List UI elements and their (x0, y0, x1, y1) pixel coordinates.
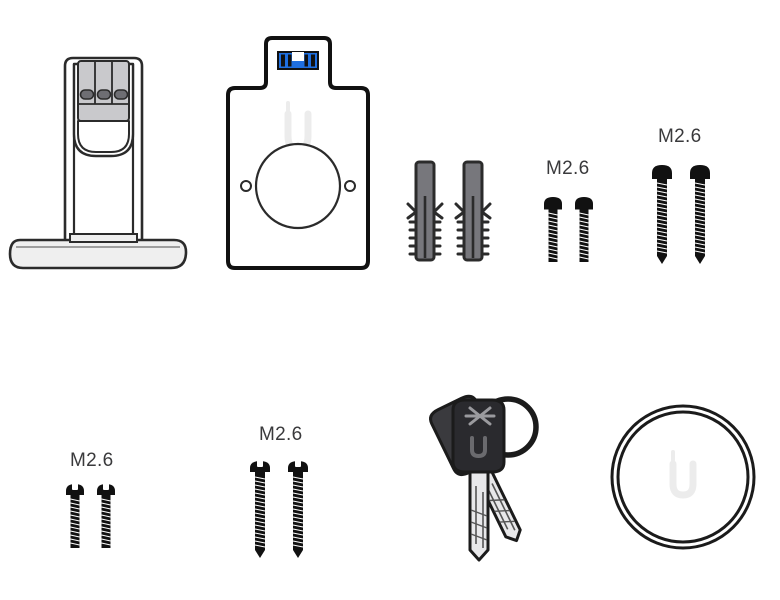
anchor-barbs-left-1 (408, 220, 418, 256)
long-screw-threads-1 (656, 182, 668, 254)
part-screws-short-slotted (64, 482, 126, 554)
key-front-cuts (470, 509, 488, 541)
long-slotted-threads-1 (254, 476, 266, 548)
long-pan-screws-illustration (652, 165, 710, 264)
part-keys (408, 392, 558, 562)
slotted-head-notch-2 (103, 483, 109, 490)
long-slotted-screw-2 (288, 460, 308, 558)
anchor-wing-right-2 (480, 202, 492, 220)
slotted-threads-1 (70, 498, 80, 546)
screw-head-2 (575, 197, 593, 207)
label-screws-long-pan: M2.6 (658, 126, 702, 147)
connector-window (292, 52, 304, 61)
disc-logo-u (669, 460, 697, 499)
long-slotted-notch-1 (257, 460, 263, 467)
long-pan-screw-2 (690, 165, 710, 264)
connector-pin-left (281, 54, 285, 67)
disc-ui-logo-icon (669, 450, 697, 499)
anchor-barbs-left-2 (456, 220, 466, 256)
wall-anchor-1 (406, 160, 444, 262)
short-pan-screw-2 (575, 197, 593, 262)
stand-post-foot (69, 233, 138, 243)
key-front-head (451, 398, 506, 474)
stand-base-plate (8, 238, 188, 270)
slotted-shaft-2 (101, 495, 111, 548)
disc-inner-ring (616, 410, 750, 544)
screw-shaft-2 (579, 209, 589, 262)
long-screw-head-1 (652, 165, 672, 176)
short-slotted-screw-1 (66, 483, 84, 548)
key-front-cutout-icon (464, 406, 496, 426)
connector-pin-mid-right (304, 54, 308, 67)
long-screw-collar-2 (690, 175, 710, 179)
long-slotted-threads-2 (292, 476, 304, 548)
stand-button-1 (79, 89, 95, 100)
part-screws-short-pan (542, 196, 604, 268)
wall-anchors-illustration (406, 160, 492, 262)
short-pan-screws-illustration (544, 197, 593, 262)
screw-threads-1 (548, 212, 558, 260)
anchor-wing-left-2 (454, 202, 466, 220)
short-slotted-screws-illustration (66, 483, 115, 548)
label-screws-long-slotted: M2.6 (259, 424, 303, 445)
anchor-wing-left-1 (406, 202, 418, 220)
long-slotted-notch-2 (295, 460, 301, 467)
label-screws-short-pan: M2.6 (546, 158, 590, 179)
anchor-barbs-right-1 (432, 220, 442, 256)
key-back-cuts (489, 499, 515, 523)
connector-pin-right (311, 54, 315, 67)
slotted-threads-2 (101, 498, 111, 546)
long-screw-collar-1 (652, 175, 672, 179)
part-screws-long-slotted (248, 458, 320, 564)
part-wall-anchors (406, 160, 498, 270)
anchor-barbs-right-2 (480, 220, 490, 256)
part-table-stand (8, 28, 198, 278)
long-screw-head-2 (690, 165, 710, 176)
keys-illustration (429, 394, 539, 562)
short-slotted-screw-2 (97, 483, 115, 548)
label-screws-short-slotted: M2.6 (70, 450, 114, 471)
key-logo-u (470, 436, 487, 458)
bracket-hole-right (344, 180, 356, 192)
long-slotted-screw-1 (250, 460, 270, 558)
screw-shaft-1 (548, 209, 558, 262)
long-pan-screw-1 (652, 165, 672, 264)
slotted-shaft-1 (70, 495, 80, 548)
table-stand-illustration (8, 56, 188, 270)
connector-pin-mid-left (288, 54, 292, 67)
mounting-disc-illustration (610, 404, 756, 550)
short-pan-screw-1 (544, 197, 562, 262)
part-wall-mount-bracket (218, 34, 378, 274)
long-screw-threads-2 (694, 182, 706, 254)
part-mounting-disc (608, 402, 758, 552)
wall-bracket-illustration (226, 36, 370, 270)
stand-button-2 (96, 89, 112, 100)
slotted-head-notch-1 (72, 483, 78, 490)
anchor-wing-right-1 (432, 202, 444, 220)
key-front-ui-logo-icon (470, 436, 487, 458)
long-slotted-screws-illustration (250, 460, 308, 558)
wall-anchor-2 (454, 160, 492, 262)
part-screws-long-pan (650, 164, 722, 270)
bracket-hole-left (240, 180, 252, 192)
bracket-center-hole (254, 142, 342, 230)
screw-threads-2 (579, 212, 589, 260)
bracket-blue-connector (277, 51, 319, 70)
screw-collar-1 (544, 206, 562, 210)
key-front (451, 398, 506, 562)
screw-collar-2 (575, 206, 593, 210)
stand-head-cover (77, 120, 130, 153)
stand-button-3 (113, 89, 129, 100)
screw-head-1 (544, 197, 562, 207)
